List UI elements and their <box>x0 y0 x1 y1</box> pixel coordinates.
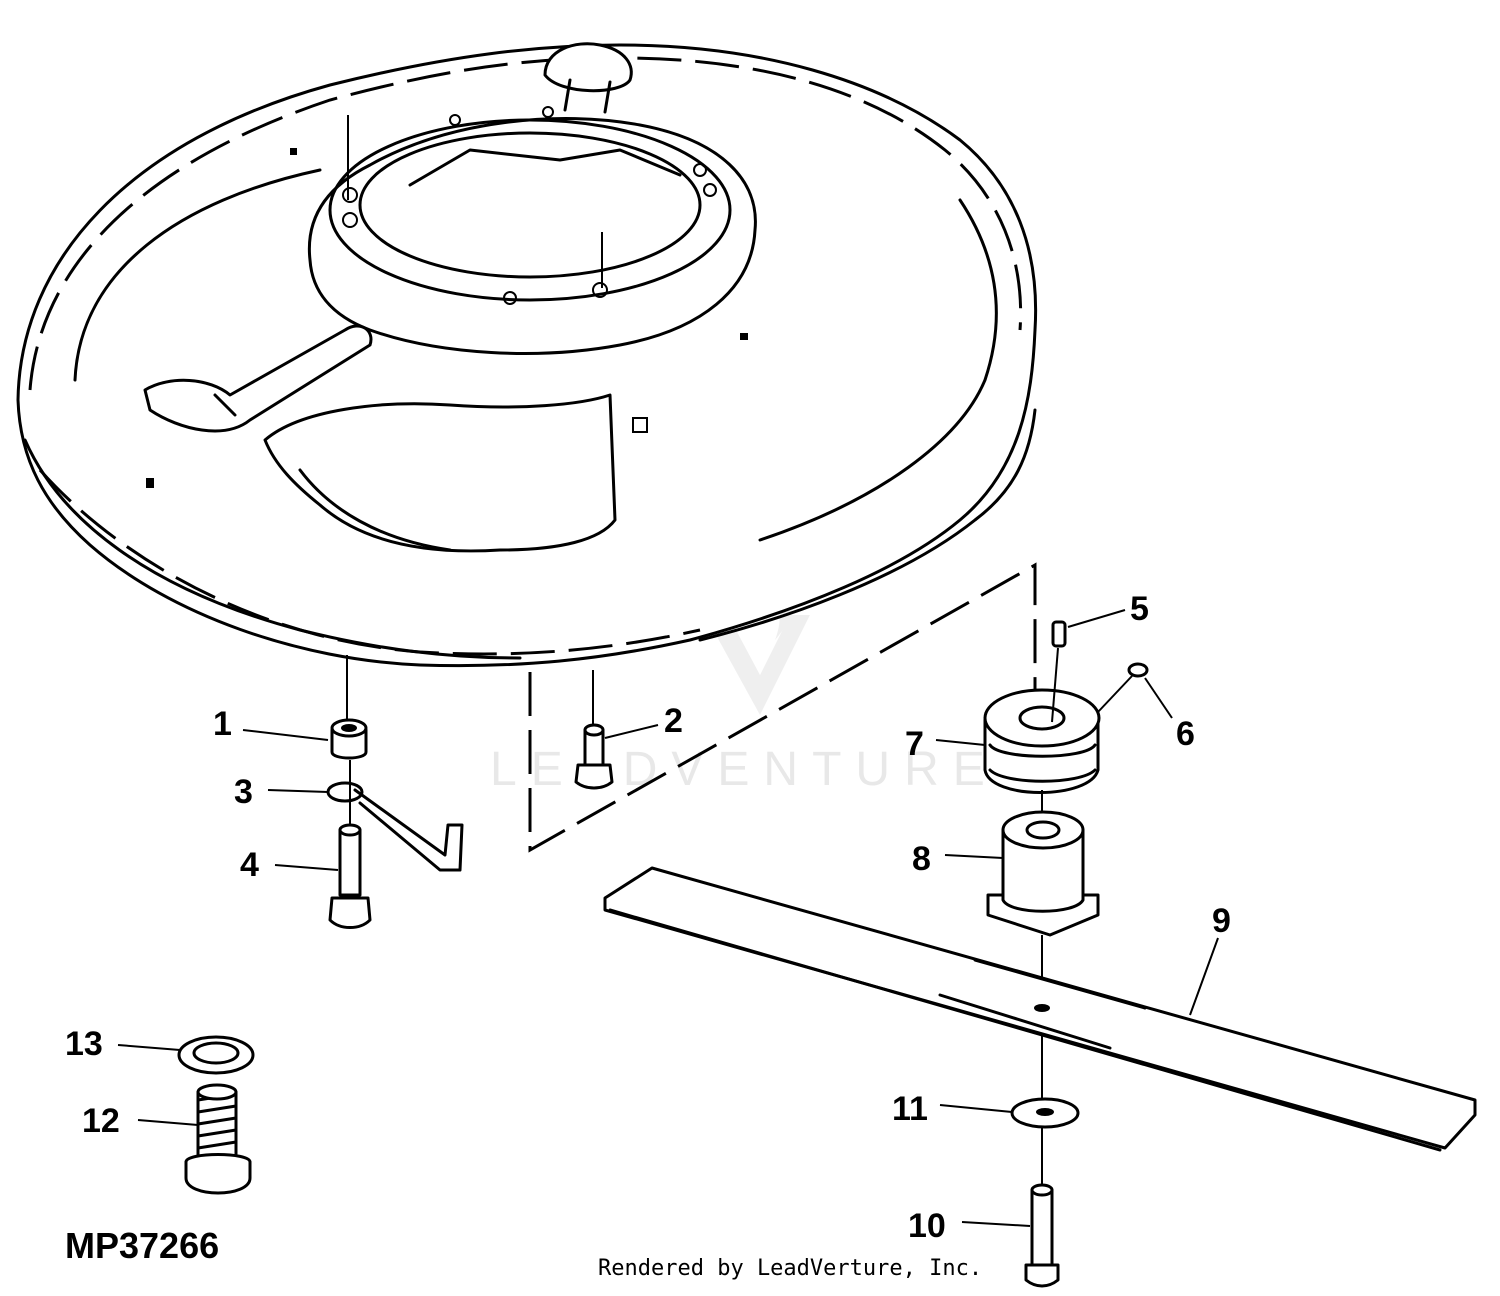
part-9-blade <box>603 866 1477 1152</box>
callout-5: 5 <box>1130 590 1149 628</box>
part-4-bolt <box>328 760 372 929</box>
callout-12: 12 <box>82 1102 120 1140</box>
part-11-washer <box>1010 1097 1080 1129</box>
projection-line <box>528 562 1037 853</box>
callout-11: 11 <box>892 1090 928 1128</box>
callout-4: 4 <box>240 846 259 884</box>
mower-deck <box>16 42 1038 668</box>
callout-13: 13 <box>65 1025 103 1063</box>
callout-leaders <box>117 609 1219 1227</box>
part-12-screw <box>184 1083 252 1195</box>
callout-6: 6 <box>1176 715 1195 753</box>
callout-3: 3 <box>234 773 253 811</box>
part-8-spindle-housing <box>986 810 1100 937</box>
render-credit: Rendered by LeadVerture, Inc. <box>598 1256 982 1281</box>
part-1-spacer <box>330 718 368 760</box>
part-6-set-screw <box>1097 662 1149 713</box>
callout-1: 1 <box>213 705 232 743</box>
part-5-key <box>1051 620 1067 723</box>
callout-7: 7 <box>905 725 924 763</box>
callout-10: 10 <box>908 1207 946 1245</box>
part-2-bolt <box>574 723 614 790</box>
part-10-bolt <box>1024 1183 1060 1288</box>
watermark-text: LEADVENTURE <box>490 743 999 796</box>
figure-id: MP37266 <box>65 1225 219 1266</box>
callout-9: 9 <box>1212 902 1231 940</box>
part-7-pulley <box>983 688 1101 794</box>
callout-8: 8 <box>912 840 931 878</box>
callout-2: 2 <box>664 702 683 740</box>
part-13-washer <box>177 1035 255 1075</box>
leadventure-watermark: LEADVENTURE <box>490 520 999 796</box>
